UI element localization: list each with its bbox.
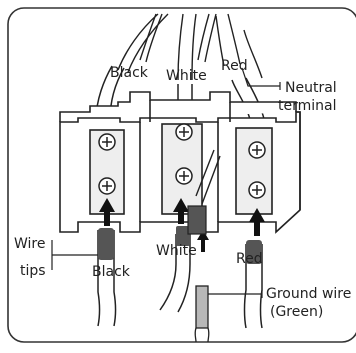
label-ground-line2: (Green) bbox=[270, 304, 323, 320]
neutral-strap bbox=[188, 206, 206, 234]
white-wire-bottom bbox=[160, 226, 190, 312]
label-wire-line2: tips bbox=[20, 263, 46, 279]
label-wire-line1: Wire bbox=[14, 236, 46, 252]
label-black-top: Black bbox=[110, 65, 149, 81]
label-red-top: Red bbox=[221, 58, 248, 74]
label-white-top: White bbox=[166, 68, 207, 84]
label-neutral-line2: terminal bbox=[278, 98, 336, 114]
label-neutral-line1: Neutral bbox=[285, 80, 337, 96]
label-black-bottom: Black bbox=[92, 264, 131, 280]
label-white-bottom: White bbox=[156, 243, 197, 259]
label-red-bottom: Red bbox=[236, 251, 263, 267]
label-ground-line1: Ground wire bbox=[266, 286, 351, 302]
ground-wire bbox=[195, 286, 209, 342]
